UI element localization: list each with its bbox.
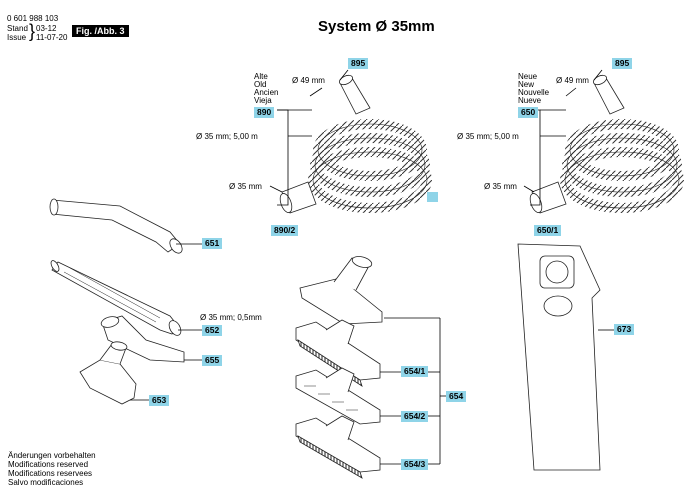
old-label-es: Vieja [254, 96, 272, 105]
part-655[interactable]: 655 [202, 355, 223, 366]
cuff-895-right [593, 74, 625, 115]
floor-nozzle-654-3 [295, 415, 381, 479]
issue-value: 11-07-20 [36, 33, 68, 42]
diameter-35-length-right: Ø 35 mm; 5,00 m [457, 132, 519, 141]
footer-line-en: Modifications reserved [8, 460, 89, 469]
part-654-1[interactable]: 654/1 [401, 366, 429, 377]
part-654[interactable]: 654 [446, 391, 467, 402]
cuff-890-2 [279, 181, 317, 214]
issue-label: Issue [7, 33, 27, 42]
hose-890 [308, 119, 432, 213]
footer-line-fr: Modifications reservees [8, 469, 93, 478]
cuff-650-1 [529, 181, 567, 214]
part-890-2[interactable]: 890/2 [271, 225, 299, 236]
part-654-3[interactable]: 654/3 [401, 459, 429, 470]
new-label-de: Neue [518, 72, 538, 81]
figure-label: Fig. /Abb. 3 [72, 25, 129, 37]
old-label-de: Alte [254, 72, 268, 81]
page-title: System Ø 35mm [318, 18, 435, 35]
upholstery-nozzle-653 [79, 341, 137, 405]
new-label-es: Nueve [518, 96, 542, 105]
part-650[interactable]: 650 [518, 107, 539, 118]
footer-line-de: Änderungen vorbehalten [8, 451, 96, 460]
leader-lines [130, 69, 614, 465]
new-label-en: New [518, 80, 535, 89]
new-label-fr: Nouvelle [518, 88, 550, 97]
part-673[interactable]: 673 [614, 324, 635, 335]
floor-nozzle-654-2 [295, 367, 381, 425]
diameter-35-right: Ø 35 mm [484, 182, 517, 191]
floor-nozzle-upper [299, 256, 383, 325]
diameter-35-short: Ø 35 mm; 0,5mm [200, 313, 262, 322]
part-653[interactable]: 653 [149, 395, 170, 406]
cuff-895-left [339, 74, 371, 115]
part-652[interactable]: 652 [202, 325, 223, 336]
diameter-49-left: Ø 49 mm [292, 76, 325, 85]
color-marker [427, 192, 438, 202]
old-label-en: Old [254, 80, 267, 89]
diameter-49-right: Ø 49 mm [556, 76, 589, 85]
diameter-35-length-left: Ø 35 mm; 5,00 m [196, 132, 258, 141]
brace-symbol: } [29, 21, 36, 41]
footer-line-es: Salvo modificaciones [8, 478, 84, 487]
hose-650 [560, 119, 684, 213]
part-895-left[interactable]: 895 [348, 58, 369, 69]
part-651[interactable]: 651 [202, 238, 223, 249]
extension-tube-652 [50, 260, 182, 336]
doc-number: 0 601 988 103 [7, 14, 59, 23]
bent-tube-651 [49, 198, 183, 254]
diameter-35-left: Ø 35 mm [229, 182, 262, 191]
part-650-1[interactable]: 650/1 [534, 225, 562, 236]
part-895-right[interactable]: 895 [612, 58, 633, 69]
part-654-2[interactable]: 654/2 [401, 411, 429, 422]
dust-bag-673 [517, 243, 601, 471]
stand-value: 03-12 [36, 24, 57, 33]
old-label-fr: Ancien [254, 88, 279, 97]
stand-label: Stand [7, 24, 28, 33]
part-890[interactable]: 890 [254, 107, 275, 118]
